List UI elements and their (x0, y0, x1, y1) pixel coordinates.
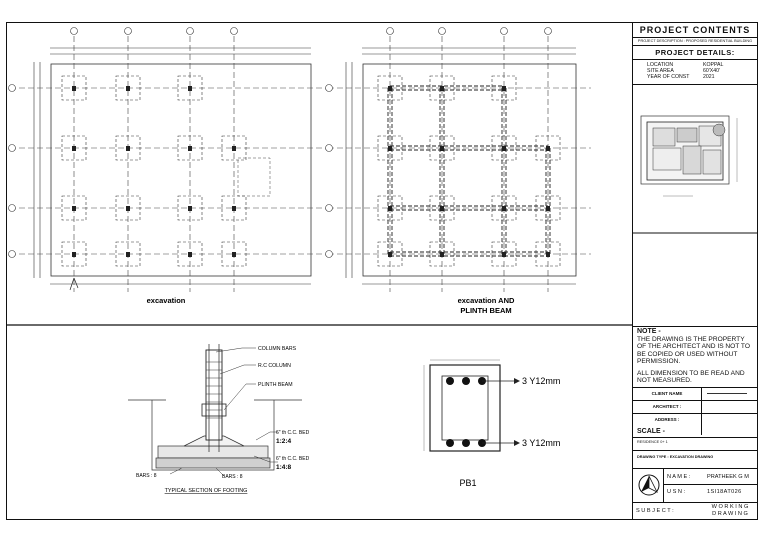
project-contents-title: PROJECT CONTENTS (639, 25, 751, 35)
detail-value: KOPPAL (703, 62, 724, 68)
label-cc-bed-1-mix: 1:2:4 (276, 438, 292, 445)
name-label: N A M E : (667, 474, 691, 480)
client-name-label: CLIENT NAME (651, 391, 683, 396)
subject-label: S U B J E C T : (636, 508, 674, 514)
note-1: THE DRAWING IS THE PROPERTY OF THE ARCHI… (637, 336, 750, 366)
excavation-plinth-beam-plan: excavation AND PLINTH BEAM (325, 27, 591, 315)
drawing-sheet (6, 22, 758, 520)
label-column-bars: COLUMN BARS (258, 346, 297, 352)
title-block-divider (701, 387, 702, 435)
detail-key: LOCATION (647, 62, 674, 68)
label-cc-bed-2: 6" th C.C. BED (276, 456, 310, 462)
excavation-plan: excavation (8, 27, 326, 305)
key-plan-thumbnail (633, 115, 757, 234)
logo-divider (663, 468, 664, 502)
usn-value: 1SI18AT026 (707, 489, 742, 495)
drawing-type-text: DRAWING TYPE : EXCAVATION DRAWING (637, 455, 714, 459)
beam-top-label: 3 Y12mm (522, 376, 560, 386)
label-bars-b: BARS : 8 (222, 474, 243, 480)
subject-value-1: W O R K I N G (711, 504, 749, 510)
note-title: NOTE - (637, 328, 661, 335)
name-value: PRATHEEK G M (707, 474, 749, 480)
subject-value-2: D R A W I N G (712, 511, 748, 517)
project-details-list: LOCATION KOPPAL SITE AREA 60'X40' YEAR OF … (647, 62, 747, 80)
detail-value: 2021 (703, 74, 715, 80)
project-description: PROJECT DESCRIPTION : PROPOSED RESIDENTI… (637, 39, 753, 43)
detail-value: 60'X40' (703, 68, 720, 74)
beam-name: PB1 (459, 478, 476, 488)
label-section-title: TYPICAL SECTION OF FOOTING (165, 488, 248, 494)
detail-key: SITE AREA (647, 68, 674, 74)
label-plinth-beam: PLINTH BEAM (258, 382, 293, 388)
footing-section: COLUMN BARS R.C COLUMN PLINTH BEAM 6" th… (128, 344, 310, 494)
scale-label: SCALE - (637, 428, 665, 435)
label-cc-bed-1: 6" th C.C. BED (276, 430, 310, 436)
reference-text: RESIDENCE 0+ 1 (637, 440, 668, 444)
label-bars-a: BARS : 8 (136, 473, 157, 479)
label-cc-bed-2-mix: 1:4:8 (276, 464, 292, 471)
plan2-label-line1: excavation AND (458, 296, 515, 305)
note-2: ALL DIMENSION TO BE READ AND NOT MEASURE… (637, 370, 745, 385)
plan2-label-line2: PLINTH BEAM (460, 306, 511, 315)
client-name-value-line (707, 393, 747, 394)
north-arrow-logo-icon (638, 474, 660, 496)
address-label: ADDRESS : (654, 417, 680, 422)
detail-key: YEAR OF CONST (647, 74, 690, 80)
title-block: PROJECT CONTENTS PROJECT DESCRIPTION : P… (632, 22, 758, 520)
beam-section: 3 Y12mm 3 Y12mm PB1 (423, 359, 560, 488)
project-details-title: PROJECT DETAILS: (655, 48, 735, 57)
architect-label: ARCHITECT : (652, 404, 682, 409)
usn-label: U S N : (667, 489, 686, 495)
label-rc-column: R.C COLUMN (258, 363, 291, 369)
plan1-label: excavation (147, 296, 186, 305)
drawing-area: excavation (6, 22, 632, 494)
beam-bottom-label: 3 Y12mm (522, 438, 560, 448)
